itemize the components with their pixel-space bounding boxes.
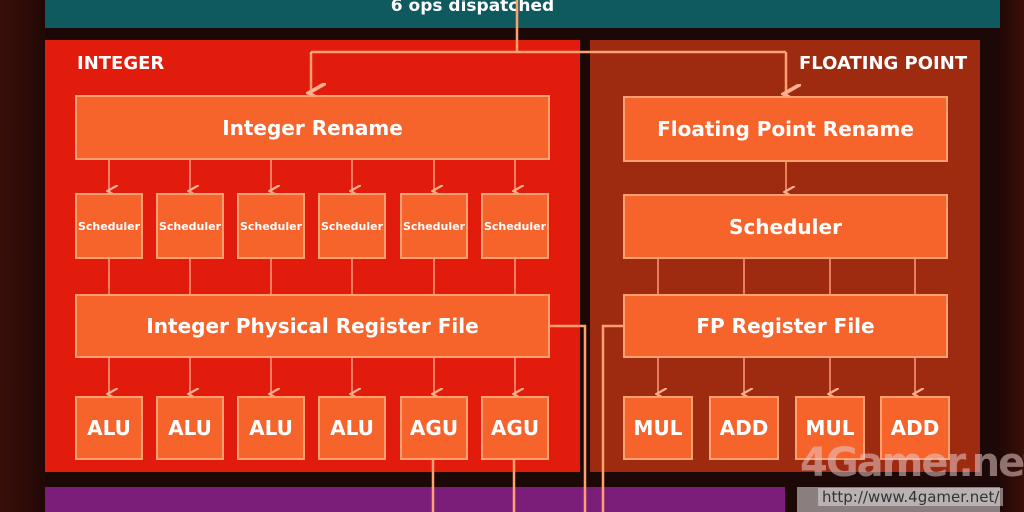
fp-title: FLOATING POINT	[799, 53, 968, 74]
background-edge-right	[1000, 0, 1024, 512]
integer-scheduler-block: Scheduler	[318, 193, 386, 259]
integer-unit-alu: ALU	[318, 396, 386, 460]
integer-unit-agu: AGU	[400, 396, 468, 460]
integer-unit-alu: ALU	[237, 396, 305, 460]
fp-scheduler-block: Scheduler	[623, 194, 948, 259]
fp-register-file-block: FP Register File	[623, 294, 948, 358]
integer-register-file-block: Integer Physical Register File	[75, 294, 550, 358]
watermark-url: http://www.4gamer.net/	[818, 488, 1004, 506]
integer-unit-agu: AGU	[481, 396, 549, 460]
fp-unit-mul: MUL	[795, 396, 865, 460]
integer-scheduler-block: Scheduler	[156, 193, 224, 259]
integer-scheduler-block: Scheduler	[400, 193, 468, 259]
integer-rename-block: Integer Rename	[75, 95, 550, 160]
dispatch-block: 6 ops dispatched	[45, 0, 1000, 28]
fp-unit-add: ADD	[880, 396, 950, 460]
integer-scheduler-block: Scheduler	[75, 193, 143, 259]
background-edge-left	[0, 0, 45, 512]
watermark-logo: 4Gamer.net	[800, 440, 1024, 486]
integer-title: INTEGER	[77, 53, 165, 74]
dispatch-label: 6 ops dispatched	[390, 0, 555, 16]
bottom-block	[45, 487, 785, 512]
integer-scheduler-block: Scheduler	[481, 193, 549, 259]
fp-unit-mul: MUL	[623, 396, 693, 460]
integer-unit-alu: ALU	[75, 396, 143, 460]
fp-rename-block: Floating Point Rename	[623, 96, 948, 162]
fp-unit-add: ADD	[709, 396, 779, 460]
integer-unit-alu: ALU	[156, 396, 224, 460]
integer-scheduler-block: Scheduler	[237, 193, 305, 259]
